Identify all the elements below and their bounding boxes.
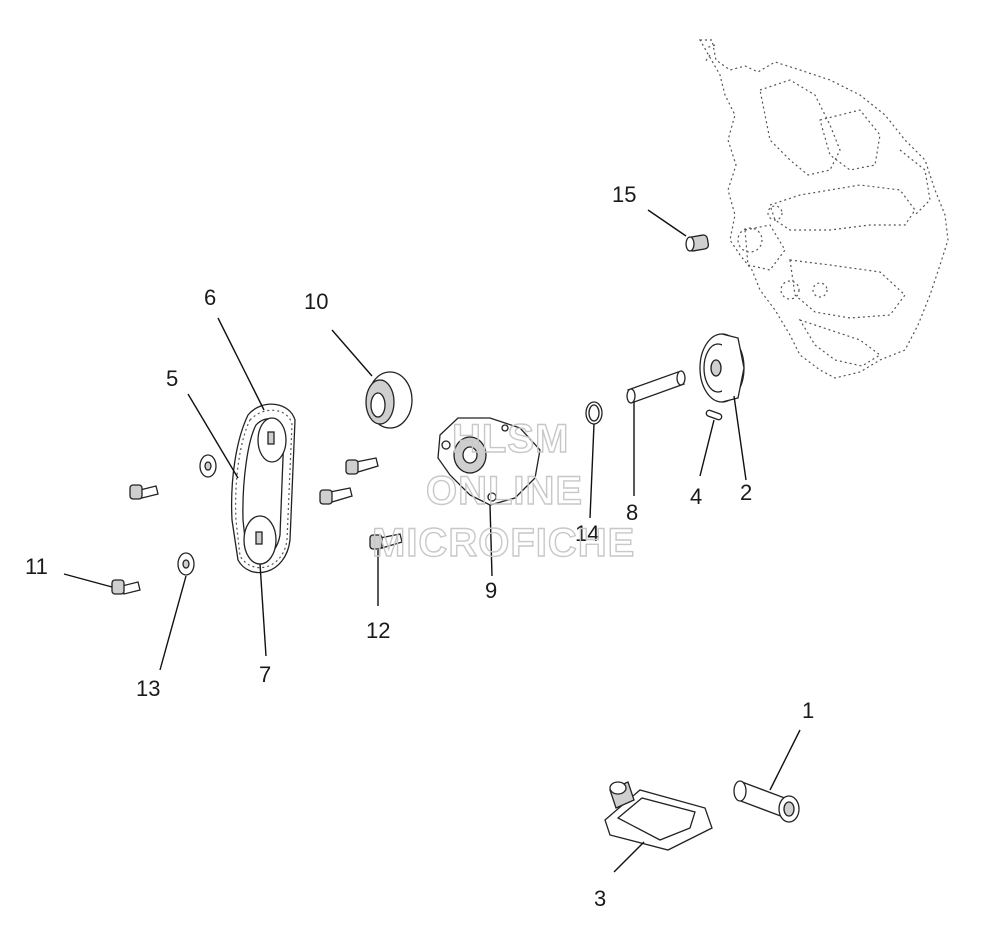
callout-8: 8 xyxy=(626,500,638,525)
engine-case-outline xyxy=(698,39,949,379)
callout-5: 5 xyxy=(166,366,178,391)
part-7-lower-sprocket xyxy=(243,515,277,565)
part-10-seal xyxy=(365,371,413,429)
part-8-pump-shaft xyxy=(626,370,686,404)
callout-15: 15 xyxy=(612,182,636,207)
part-11-bolt-b xyxy=(111,579,141,595)
part-2-pump-rotor xyxy=(699,333,745,403)
watermark-line-1: HLSM xyxy=(452,417,569,461)
callout-12: 12 xyxy=(366,618,390,643)
part-9-pump-housing xyxy=(437,417,541,506)
callout-7: 7 xyxy=(259,662,271,687)
callout-labels: 15 10 6 5 14 8 4 2 9 12 11 13 7 1 3 xyxy=(25,182,814,911)
part-6-upper-sprocket xyxy=(257,417,287,463)
callout-4: 4 xyxy=(690,484,702,509)
part-1-sleeve xyxy=(733,780,800,823)
watermark-line-3: MICROFICHE xyxy=(372,521,635,565)
callout-6: 6 xyxy=(204,285,216,310)
part-3-oil-strainer xyxy=(604,781,713,851)
part-13-washer-b xyxy=(177,552,195,576)
callout-2: 2 xyxy=(740,480,752,505)
callout-13: 13 xyxy=(136,676,160,701)
callout-10: 10 xyxy=(304,289,328,314)
part-15-bushing xyxy=(685,234,710,252)
callout-1: 1 xyxy=(802,698,814,723)
callout-14: 14 xyxy=(575,521,599,546)
part-12-bolt-c xyxy=(369,533,403,550)
callout-3: 3 xyxy=(594,886,606,911)
watermark: HLSM ONLINE MICROFICHE xyxy=(371,416,635,565)
part-14-snap-ring xyxy=(585,401,603,425)
part-11-bolt-a xyxy=(129,484,159,500)
part-13-washer-a xyxy=(199,454,217,478)
leader-lines xyxy=(63,209,801,873)
part-12-bolt-b xyxy=(319,487,353,505)
callout-9: 9 xyxy=(485,578,497,603)
part-12-bolt-a xyxy=(345,457,379,475)
part-4-pin xyxy=(705,409,723,421)
watermark-line-2: ONLINE xyxy=(426,469,583,513)
callout-11: 11 xyxy=(25,554,48,579)
